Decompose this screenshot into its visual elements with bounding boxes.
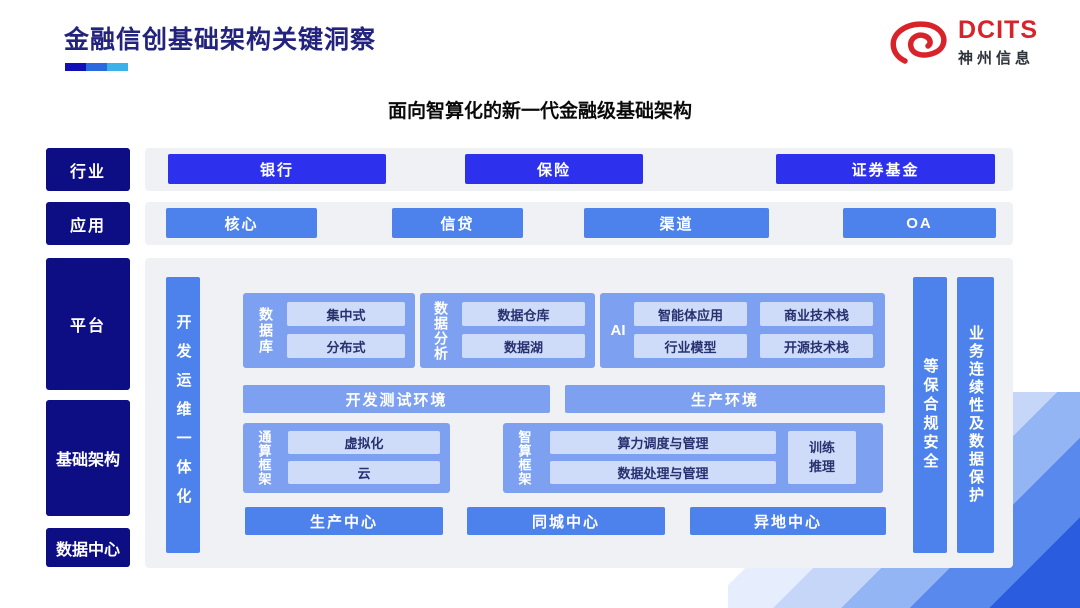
row-label-industry: 行业 (46, 148, 130, 191)
database-group: 数据库 集中式 分布式 (243, 293, 415, 368)
underline-segment-medium (86, 63, 107, 71)
general-item-cloud: 云 (288, 461, 440, 484)
training-inference-text: 训练推理 (808, 440, 835, 474)
industry-item-insurance: 保险 (465, 154, 643, 184)
business-continuity-bar: 业务连续性及数据保护 (957, 277, 994, 553)
center-same-city: 同城中心 (467, 507, 665, 535)
logo-brand: DCITS (958, 16, 1038, 44)
general-item-virtualization: 虚拟化 (288, 431, 440, 454)
analytics-group-label: 数据分析 (433, 300, 449, 361)
row-label-infrastructure: 基础架构 (46, 400, 130, 516)
ai-group-label: AI (610, 322, 626, 339)
center-remote: 异地中心 (690, 507, 886, 535)
app-item-core: 核心 (166, 208, 317, 238)
row-label-application: 应用 (46, 202, 130, 245)
intelligent-item-compute-scheduling: 算力调度与管理 (550, 431, 776, 454)
ai-item-opensource-stack: 开源技术栈 (760, 334, 873, 358)
dev-test-environment-band: 开发测试环境 (243, 385, 550, 413)
ai-group: AI 智能体应用 商业技术栈 行业模型 开源技术栈 (600, 293, 885, 368)
intelligent-framework-label: 智算框架 (516, 430, 532, 486)
intelligent-item-data-processing: 数据处理与管理 (550, 461, 776, 484)
database-item-centralized: 集中式 (287, 302, 405, 326)
analytics-item-warehouse: 数据仓库 (462, 302, 585, 326)
center-production: 生产中心 (245, 507, 443, 535)
underline-segment-light (107, 63, 128, 71)
app-item-channel: 渠道 (584, 208, 769, 238)
ai-item-agent-apps: 智能体应用 (634, 302, 747, 326)
logo-text: DCITS 神州信息 (958, 18, 1038, 68)
analytics-item-lake: 数据湖 (462, 334, 585, 358)
dcits-swirl-icon (890, 21, 947, 64)
ai-item-commercial-stack: 商业技术栈 (760, 302, 873, 326)
devops-vertical-bar: 开发运维一体化 (166, 277, 200, 553)
row-label-datacenter: 数据中心 (46, 528, 130, 567)
page-title: 金融信创基础架构关键洞察 (64, 26, 377, 54)
logo-company: 神州信息 (958, 50, 1035, 67)
production-environment-band: 生产环境 (565, 385, 885, 413)
database-group-label: 数据库 (258, 306, 274, 355)
underline-segment-dark (65, 63, 86, 71)
app-item-credit: 信贷 (392, 208, 523, 238)
title-underline (65, 63, 128, 71)
general-framework-label: 通算框架 (256, 430, 272, 486)
intelligent-item-training-inference: 训练推理 (788, 431, 856, 484)
industry-item-bank: 银行 (168, 154, 386, 184)
database-item-distributed: 分布式 (287, 334, 405, 358)
general-framework-group: 通算框架 虚拟化 云 (243, 423, 450, 493)
row-label-platform: 平台 (46, 258, 130, 390)
industry-item-securities: 证券基金 (776, 154, 995, 184)
dcits-logo: DCITS 神州信息 (888, 18, 1038, 68)
analytics-group: 数据分析 数据仓库 数据湖 (420, 293, 595, 368)
ai-item-industry-models: 行业模型 (634, 334, 747, 358)
diagram-title: 面向智算化的新一代金融级基础架构 (387, 101, 692, 122)
security-compliance-bar: 等保合规安全 (913, 277, 947, 553)
app-item-oa: OA (843, 208, 996, 238)
intelligent-framework-group: 智算框架 算力调度与管理 数据处理与管理 训练推理 (503, 423, 883, 493)
